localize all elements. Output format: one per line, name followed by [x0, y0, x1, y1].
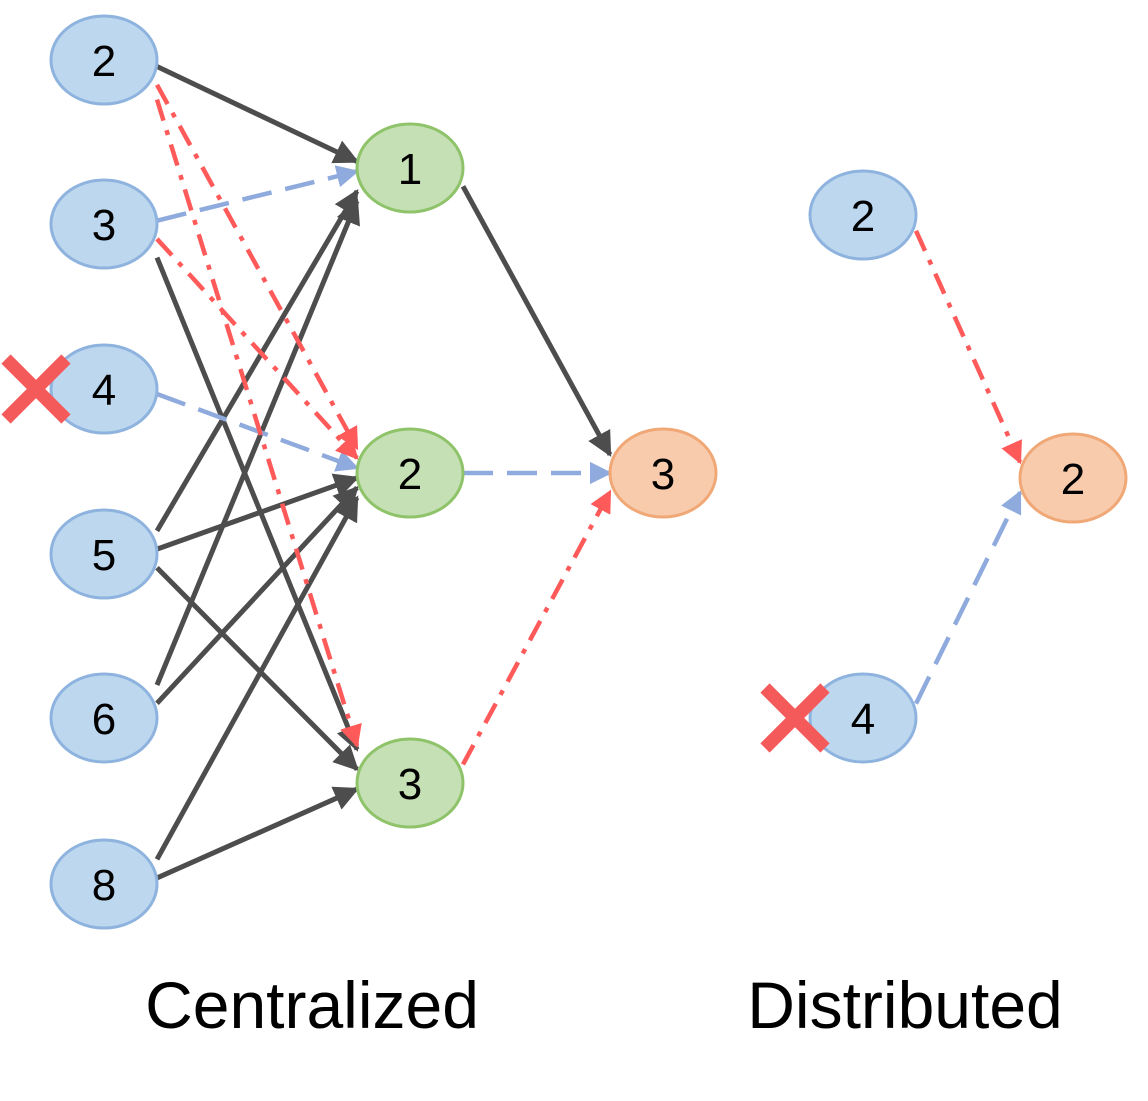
- edge-c-in-2-to-c-h-1-solid: [155, 64, 360, 164]
- node-shape: [355, 122, 465, 214]
- node-c-out-3: 3: [608, 427, 718, 519]
- node-label: 3: [398, 760, 422, 809]
- marks-layer: [1, 354, 830, 753]
- edge-c-in-4-to-c-h-2-blue-dash: [156, 391, 360, 472]
- node-label: 2: [92, 37, 116, 86]
- edge-d-in-4-to-d-out-2-blue-dash: [913, 490, 1023, 705]
- node-label: 1: [398, 145, 422, 194]
- edge-c-in-5-to-c-h-1-solid: [154, 189, 360, 533]
- node-label: 2: [851, 192, 875, 241]
- failure-cross-icon: [760, 683, 830, 753]
- edge-c-in-6-to-c-h-2-solid: [155, 485, 359, 706]
- failure-cross-icon: [1, 354, 71, 424]
- edge-d-in-2-to-d-out-2-red-dashdot: [913, 229, 1023, 465]
- edge-c-h-3-to-c-out-3-red-dashdot: [461, 489, 612, 766]
- node-shape: [49, 14, 159, 106]
- edge-c-in-2-to-c-h-2-red-dashdot: [155, 83, 359, 451]
- node-label: 4: [92, 366, 116, 415]
- node-label: 2: [398, 450, 422, 499]
- node-c-in-8: 8: [49, 838, 159, 930]
- edge-c-in-3-to-c-h-3-solid: [154, 256, 361, 752]
- edge-c-in-6-to-c-h-1-solid: [154, 198, 360, 686]
- node-label: 4: [851, 695, 875, 744]
- node-label: 8: [92, 861, 116, 910]
- edges-layer: [154, 64, 1023, 881]
- node-shape: [1018, 432, 1128, 524]
- edge-c-in-8-to-c-h-3-solid: [155, 786, 360, 881]
- node-c-in-4: 4: [49, 343, 159, 435]
- node-shape: [808, 672, 918, 764]
- node-d-in-4: 4: [808, 672, 918, 764]
- node-c-in-3: 3: [49, 178, 159, 270]
- node-d-in-2: 2: [808, 169, 918, 261]
- node-d-out-2: 2: [1018, 432, 1128, 524]
- node-c-in-5: 5: [49, 508, 159, 600]
- edge-c-h-1-to-c-out-3-solid: [460, 185, 613, 457]
- node-shape: [49, 508, 159, 600]
- node-label: 3: [92, 201, 116, 250]
- node-c-h-2: 2: [355, 427, 465, 519]
- centralized-caption: Centralized: [145, 968, 479, 1042]
- nodes-layer: 2 3 4 5 6 8 1 2 3 3 2 4 2: [49, 14, 1128, 930]
- node-label: 5: [92, 531, 116, 580]
- node-shape: [355, 427, 465, 519]
- edge-c-in-3-to-c-h-2-red-dashdot: [155, 237, 359, 460]
- edge-c-in-3-to-c-h-1-blue-dash: [156, 165, 360, 223]
- node-shape: [355, 737, 465, 829]
- node-c-in-6: 6: [49, 672, 159, 764]
- node-shape: [808, 169, 918, 261]
- node-shape: [49, 672, 159, 764]
- edge-c-in-2-to-c-h-3-red-dashdot: [154, 98, 362, 748]
- node-shape: [608, 427, 718, 519]
- node-label: 3: [651, 450, 675, 499]
- distributed-caption: Distributed: [747, 968, 1062, 1042]
- node-shape: [49, 178, 159, 270]
- edge-c-in-5-to-c-h-2-solid: [156, 473, 360, 552]
- node-c-in-2: 2: [49, 14, 159, 106]
- node-c-h-3: 3: [355, 737, 465, 829]
- node-shape: [49, 343, 159, 435]
- node-c-h-1: 1: [355, 122, 465, 214]
- node-label: 6: [92, 695, 116, 744]
- edge-c-in-8-to-c-h-2-solid: [154, 495, 360, 861]
- node-shape: [49, 838, 159, 930]
- node-label: 2: [1061, 455, 1085, 504]
